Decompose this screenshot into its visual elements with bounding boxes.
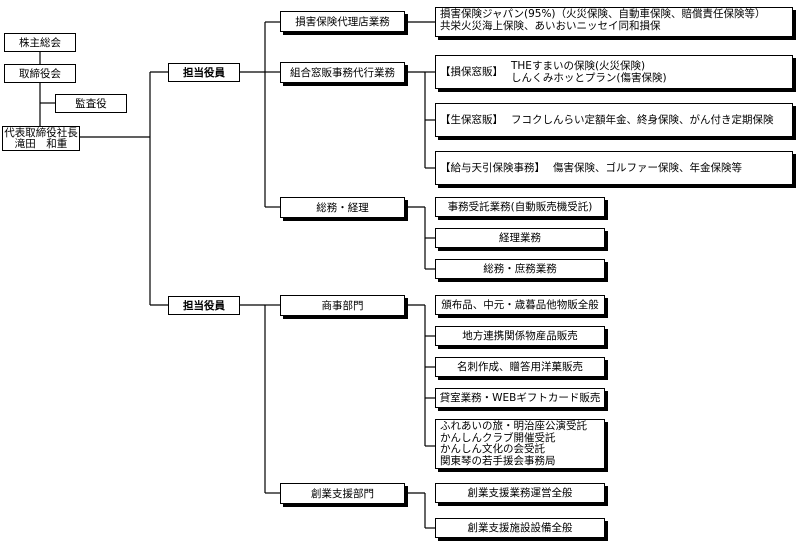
group-window-box: 組合窓販事務代行業務 <box>280 62 405 83</box>
commerce-item-label: 地方連携関係物産品販売 <box>462 330 578 342</box>
window-item-category: 【損保窓販】 <box>440 66 503 78</box>
startup-support-box: 創業支援部門 <box>280 483 405 504</box>
commerce-item: 地方連携関係物産品販売 <box>435 326 605 346</box>
president-name: 滝田 和重 <box>14 137 68 150</box>
general-affairs-item: 総務・庶務業務 <box>435 259 605 279</box>
insurance-agency-detail-line: 損害保険ジャパン(95%)（火災保険、自動車保険、賠償責任保険等） <box>440 8 766 20</box>
commerce-item-line: ふれあいの旅・明治座公演受託 <box>440 420 587 432</box>
auditor-label: 監査役 <box>75 97 107 110</box>
shareholders-meeting-label: 株主総会 <box>19 36 61 49</box>
window-item-line: THEすまいの保険(火災保険) <box>511 60 646 72</box>
commerce-item-line: かんしん文化の会受託 <box>440 443 545 455</box>
window-item-category: 【生保窓販】 <box>440 114 503 126</box>
window-item-line: 傷害保険、ゴルファー保険、年金保険等 <box>553 162 742 174</box>
commerce-item-multi: ふれあいの旅・明治座公演受託 かんしんクラブ開催受託 かんしん文化の会受託 関東… <box>435 419 605 469</box>
startup-support-item-label: 創業支援施設設備全般 <box>467 522 573 534</box>
commerce-item-label: 名刺作成、贈答用洋菓販売 <box>457 361 583 373</box>
commerce-item: 名刺作成、贈答用洋菓販売 <box>435 357 605 377</box>
commerce-item-line: 関東琴の若手援会事務局 <box>440 454 556 467</box>
board-of-directors-label: 取締役会 <box>19 67 61 80</box>
group-window-label: 組合窓販事務代行業務 <box>290 66 395 79</box>
general-affairs-item-label: 経理業務 <box>499 232 541 244</box>
insurance-agency-label: 損害保険代理店業務 <box>295 15 390 28</box>
president-title: 代表取締役社長 <box>4 126 78 139</box>
commerce-item: 貸室業務・WEBギフトカード販売 <box>435 388 605 408</box>
general-affairs-box: 総務・経理 <box>280 197 405 218</box>
insurance-agency-box: 損害保険代理店業務 <box>280 11 405 32</box>
general-affairs-item: 事務受託業務(自動販売機受託) <box>435 197 605 217</box>
commerce-item-label: 頒布品、中元・歳暮品他物販全般 <box>441 299 599 311</box>
auditor-box: 監査役 <box>55 94 127 113</box>
startup-support-item-label: 創業支援業務運営全般 <box>467 487 573 499</box>
commerce-item-line: かんしんクラブ開催受託 <box>440 431 556 444</box>
board-of-directors-box: 取締役会 <box>4 64 76 83</box>
window-item-category: 【給与天引保険事務】 <box>440 162 545 174</box>
officer-label-2: 担当役員 <box>183 299 225 312</box>
president-box: 代表取締役社長 滝田 和重 <box>2 126 80 151</box>
window-item-life: 【生保窓販】 フコクしんらい定額年金、終身保険、がん付き定期保険 <box>435 103 793 137</box>
general-affairs-item-label: 総務・庶務業務 <box>483 263 557 275</box>
general-affairs-item: 経理業務 <box>435 228 605 248</box>
officer-box-1: 担当役員 <box>168 63 240 82</box>
officer-label-1: 担当役員 <box>183 66 225 79</box>
shareholders-meeting-box: 株主総会 <box>4 33 76 52</box>
startup-support-item: 創業支援業務運営全般 <box>435 483 605 503</box>
commerce-label: 商事部門 <box>321 299 364 312</box>
general-affairs-label: 総務・経理 <box>316 201 369 214</box>
insurance-agency-detail-line: 共栄火災海上保険、あいおいニッセイ同和損保 <box>440 20 661 32</box>
window-item-line: フコクしんらい定額年金、終身保険、がん付き定期保険 <box>511 114 774 126</box>
insurance-agency-detail: 損害保険ジャパン(95%)（火災保険、自動車保険、賠償責任保険等） 共栄火災海上… <box>435 7 793 37</box>
commerce-item: 頒布品、中元・歳暮品他物販全般 <box>435 295 605 315</box>
startup-support-item: 創業支援施設設備全般 <box>435 518 605 538</box>
commerce-item-label: 貸室業務・WEBギフトカード販売 <box>439 392 601 404</box>
officer-box-2: 担当役員 <box>168 296 240 315</box>
general-affairs-item-label: 事務受託業務(自動販売機受託) <box>447 201 593 213</box>
window-item-nonlife: 【損保窓販】 THEすまいの保険(火災保険) しんくみホッとプラン(傷害保険) <box>435 55 793 89</box>
commerce-box: 商事部門 <box>280 295 405 316</box>
window-item-payroll: 【給与天引保険事務】 傷害保険、ゴルファー保険、年金保険等 <box>435 151 793 185</box>
startup-support-label: 創業支援部門 <box>311 487 374 500</box>
window-item-line: しんくみホッとプラン(傷害保険) <box>511 72 667 84</box>
